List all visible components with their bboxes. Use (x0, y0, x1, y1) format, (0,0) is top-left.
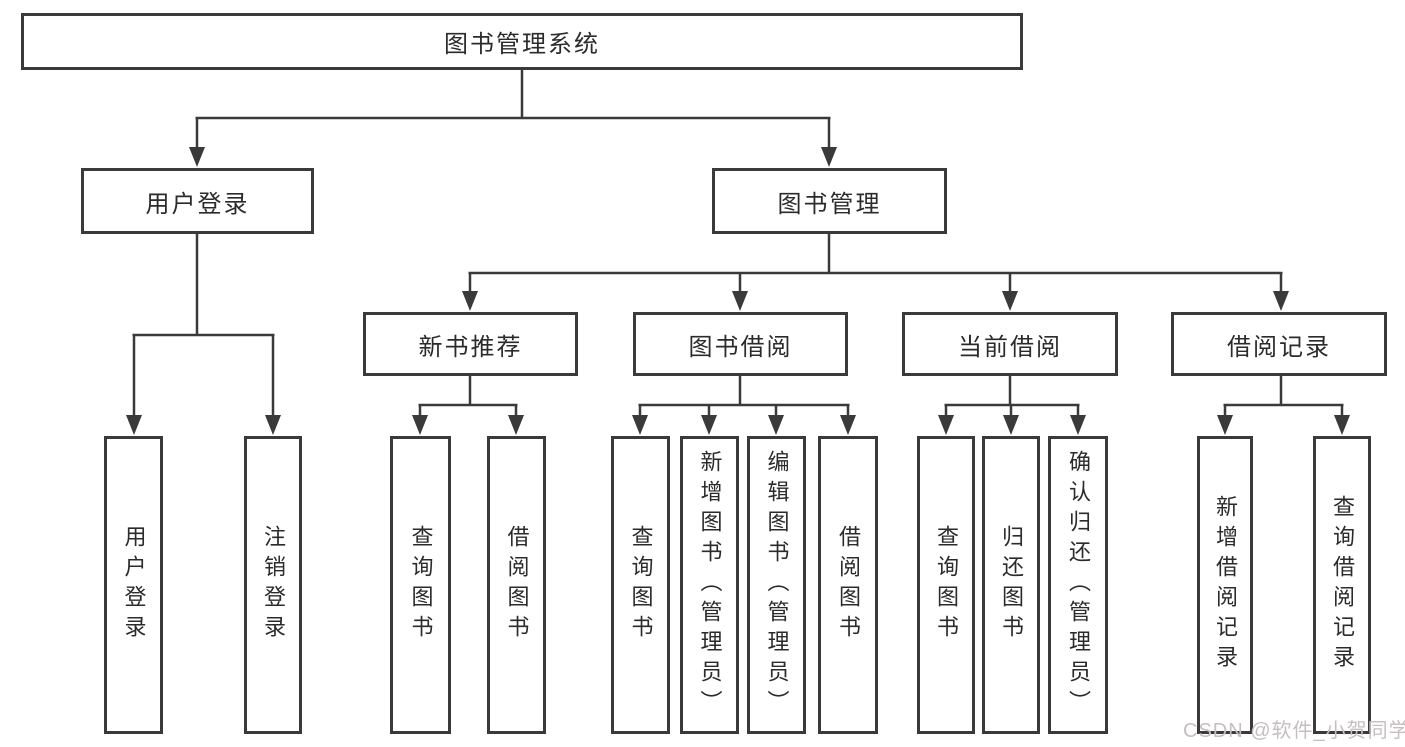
leaf-query-borrow-record-label: 查询借阅记录 (1330, 495, 1355, 675)
node-library-system: 图书管理系统 (21, 13, 1023, 70)
leaf-add-book-admin: 新增图书（管理员） (680, 436, 739, 734)
node-book-management-label: 图书管理 (777, 190, 882, 218)
leaf-confirm-return-admin-label: 确认归还（管理员） (1066, 450, 1091, 720)
node-new-book-recommend-label: 新书推荐 (418, 333, 523, 361)
leaf-user-login: 用户登录 (104, 436, 163, 734)
leaf-recommend-query-book-label: 查询图书 (408, 525, 434, 645)
node-current-borrow: 当前借阅 (902, 312, 1118, 376)
leaf-borrow-book-label: 借阅图书 (836, 525, 861, 645)
leaf-recommend-borrow-book: 借阅图书 (487, 436, 546, 734)
node-borrow-records: 借阅记录 (1171, 312, 1387, 376)
node-book-borrow-label: 图书借阅 (688, 333, 793, 361)
leaf-user-login-label: 用户登录 (121, 525, 147, 645)
leaf-recommend-borrow-book-label: 借阅图书 (504, 525, 530, 645)
leaf-current-query-book: 查询图书 (917, 436, 975, 734)
leaf-logout-label: 注销登录 (261, 525, 286, 645)
leaf-edit-book-admin: 编辑图书（管理员） (747, 436, 806, 734)
node-book-borrow: 图书借阅 (633, 312, 848, 376)
leaf-borrow-query-book: 查询图书 (611, 436, 670, 734)
node-current-borrow-label: 当前借阅 (958, 333, 1062, 361)
leaf-query-borrow-record: 查询借阅记录 (1313, 436, 1371, 734)
node-new-book-recommend: 新书推荐 (363, 312, 578, 376)
node-library-system-label: 图书管理系统 (444, 31, 600, 58)
leaf-edit-book-admin-label: 编辑图书（管理员） (764, 450, 790, 720)
leaf-borrow-book: 借阅图书 (818, 436, 878, 734)
leaf-logout: 注销登录 (244, 436, 302, 734)
arrowheads (126, 147, 1350, 435)
node-borrow-records-label: 借阅记录 (1227, 333, 1331, 361)
leaf-recommend-query-book: 查询图书 (390, 436, 451, 734)
leaf-add-borrow-record-label: 新增借阅记录 (1213, 495, 1238, 675)
node-user-login-label: 用户登录 (145, 190, 250, 218)
leaf-add-borrow-record: 新增借阅记录 (1197, 436, 1253, 734)
leaf-borrow-query-book-label: 查询图书 (628, 525, 654, 645)
csdn-watermark: CSDN @软件_小贺同学 (1183, 720, 1405, 742)
leaf-confirm-return-admin: 确认归还（管理员） (1048, 436, 1108, 734)
leaf-return-book: 归还图书 (982, 436, 1040, 734)
leaf-current-query-book-label: 查询图书 (934, 525, 959, 645)
node-user-login: 用户登录 (81, 168, 314, 234)
leaf-add-book-admin-label: 新增图书（管理员） (697, 450, 723, 720)
leaf-return-book-label: 归还图书 (999, 525, 1024, 645)
node-book-management: 图书管理 (712, 168, 947, 234)
